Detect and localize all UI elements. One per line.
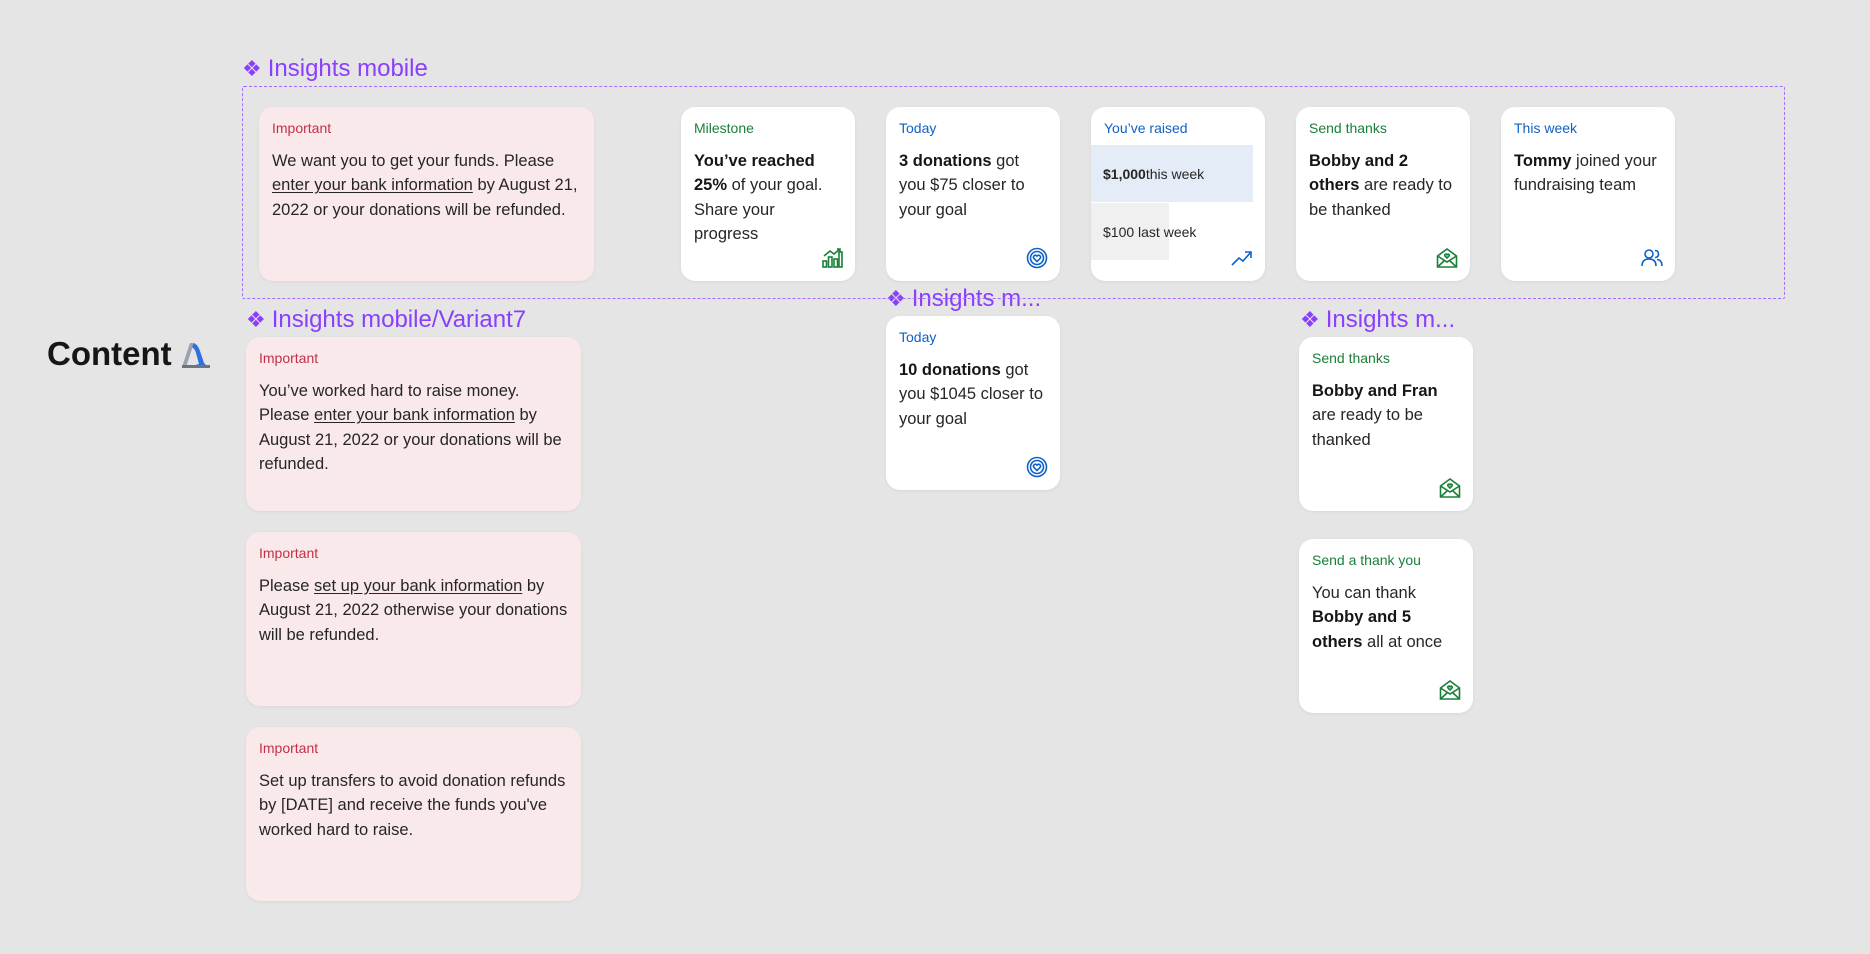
playground-slide-icon <box>181 343 210 368</box>
envelope-heart-icon <box>1436 248 1458 268</box>
card-eyebrow: Send a thank you <box>1312 552 1421 568</box>
component-icon: ❖ <box>1300 307 1320 332</box>
section-title-variant7[interactable]: ❖ Insights mobile/Variant7 <box>246 306 527 333</box>
card-eyebrow: Important <box>259 740 319 756</box>
card-eyebrow: You’ve raised <box>1104 120 1188 136</box>
card-eyebrow: Important <box>259 350 319 366</box>
users-icon <box>1641 249 1663 267</box>
card-eyebrow: This week <box>1514 120 1578 136</box>
card-eyebrow: Send thanks <box>1312 350 1390 366</box>
card-eyebrow: Milestone <box>694 120 754 136</box>
card-body: You’ve reached 25% of your goal. Share y… <box>694 151 823 244</box>
card-eyebrow: Important <box>259 545 319 561</box>
envelope-heart-icon <box>1439 680 1461 700</box>
important-card[interactable]: Important We want you to get your funds.… <box>259 107 594 281</box>
milestone-card[interactable]: Milestone You’ve reached 25% of your goa… <box>681 107 855 281</box>
send-thanks-card[interactable]: Send thanks Bobby and Fran are ready to … <box>1299 337 1473 511</box>
component-icon: ❖ <box>246 307 266 332</box>
bank-info-link[interactable]: enter your bank information <box>314 406 515 425</box>
card-body: Bobby and 2 others are ready to be thank… <box>1309 151 1453 219</box>
important-card[interactable]: Important You’ve worked hard to raise mo… <box>246 337 581 511</box>
page-label: Content <box>47 335 212 373</box>
card-body: Bobby and Fran are ready to be thanked <box>1312 381 1438 449</box>
card-eyebrow: Send thanks <box>1309 120 1387 136</box>
card-body: Tommy joined your fundraising team <box>1514 151 1657 195</box>
card-eyebrow: Important <box>272 120 332 136</box>
card-body: You’ve worked hard to raise money. Pleas… <box>259 381 562 474</box>
trend-up-icon <box>1231 251 1252 266</box>
card-body: Set up transfers to avoid donation refun… <box>259 771 566 839</box>
this-week-bar: $1,000 this week <box>1091 145 1253 202</box>
component-icon: ❖ <box>242 56 262 81</box>
bank-info-link[interactable]: enter your bank information <box>272 176 473 195</box>
send-thank-you-card[interactable]: Send a thank you You can thank Bobby and… <box>1299 539 1473 713</box>
card-body: 10 donations got you $1045 closer to you… <box>899 360 1044 428</box>
card-eyebrow: Today <box>899 329 937 345</box>
raised-card[interactable]: You’ve raised $1,000 this week $100 last… <box>1091 107 1265 281</box>
card-body: You can thank Bobby and 5 others all at … <box>1312 583 1443 651</box>
bank-info-link[interactable]: set up your bank information <box>314 576 523 595</box>
section-title-insights-thanks[interactable]: ❖ Insights m... <box>1300 306 1456 333</box>
card-body: Please set up your bank information by A… <box>259 576 568 644</box>
heart-coin-icon <box>1026 247 1048 269</box>
card-eyebrow: Today <box>899 120 937 136</box>
heart-coin-icon <box>1026 456 1048 478</box>
card-body: 3 donations got you $75 closer to your g… <box>899 151 1025 219</box>
section-title-insights-mobile[interactable]: ❖ Insights mobile <box>242 55 428 82</box>
bar-chart-icon <box>822 248 843 268</box>
last-week-bar: $100 last week <box>1091 203 1196 260</box>
send-thanks-card[interactable]: Send thanks Bobby and 2 others are ready… <box>1296 107 1470 281</box>
today-card[interactable]: Today 3 donations got you $75 closer to … <box>886 107 1060 281</box>
important-card[interactable]: Important Set up transfers to avoid dona… <box>246 727 581 901</box>
today-card[interactable]: Today 10 donations got you $1045 closer … <box>886 316 1060 490</box>
envelope-heart-icon <box>1439 478 1461 498</box>
component-set-frame[interactable] <box>242 86 1785 299</box>
card-body: We want you to get your funds. Please en… <box>272 151 578 219</box>
important-card[interactable]: Important Please set up your bank inform… <box>246 532 581 706</box>
this-week-card[interactable]: This week Tommy joined your fundraising … <box>1501 107 1675 281</box>
page-label-text: Content <box>47 335 172 372</box>
